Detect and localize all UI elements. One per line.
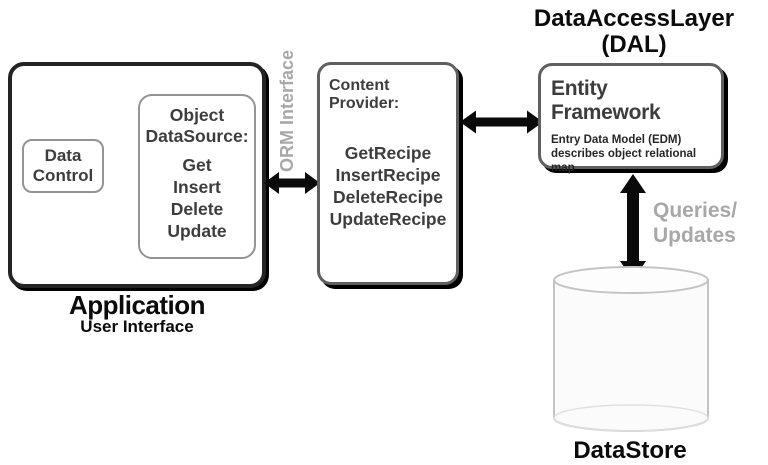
dal-title: DataAccessLayer (DAL) <box>520 6 748 58</box>
dal-title-line1: DataAccessLayer <box>533 5 735 32</box>
method-insert: Insert <box>173 177 221 197</box>
cylinder-top <box>553 266 709 294</box>
application-title: Application <box>68 290 206 320</box>
datastore-cylinder-icon <box>553 266 709 432</box>
ef-description-line1: Entry Data Model (EDM) <box>551 134 682 146</box>
application-contentprovider-arrow-icon <box>264 172 320 194</box>
queries-label-line2: Updates <box>653 224 736 247</box>
data-control-box: Data Control <box>22 139 104 193</box>
object-datasource-methods: Get Insert Delete Update <box>140 154 254 242</box>
method-getrecipe: GetRecipe <box>344 143 432 163</box>
queries-label-line1: Queries/ <box>653 199 738 222</box>
content-provider-methods: GetRecipe InsertRecipe DeleteRecipe Upda… <box>320 142 456 230</box>
content-provider-box: Content Provider: GetRecipe InsertRecipe… <box>317 62 459 285</box>
data-control-label-line1: Data <box>44 146 82 165</box>
double-arrow-shape <box>460 110 543 134</box>
orm-interface-label: ORM Interface <box>277 49 297 172</box>
content-provider-title: Content Provider: <box>329 77 400 112</box>
datastore-label: DataStore <box>573 437 687 464</box>
method-delete: Delete <box>170 199 224 219</box>
object-datasource-heading-line1: Object <box>169 105 225 125</box>
dal-title-line2: (DAL) <box>601 31 667 58</box>
cylinder-bottom-edge <box>553 404 709 432</box>
method-updaterecipe: UpdateRecipe <box>329 209 447 229</box>
queries-updates-label: Queries/ Updates <box>653 198 737 248</box>
method-get: Get <box>182 155 212 175</box>
contentprovider-entityframework-arrow-icon <box>460 110 543 134</box>
application-subtitle: User Interface <box>80 317 194 336</box>
entity-framework-description: Entry Data Model (EDM) describes object … <box>541 125 721 175</box>
method-deleterecipe: DeleteRecipe <box>333 187 443 207</box>
entity-framework-box: Entity Framework Entry Data Model (EDM) … <box>538 63 724 174</box>
data-control-label-line2: Control <box>32 166 94 185</box>
double-arrow-shape <box>620 174 646 280</box>
method-update: Update <box>167 221 227 241</box>
object-datasource-box: Object DataSource: Get Insert Delete Upd… <box>138 94 256 259</box>
ef-description-line2: describes object relational map <box>551 148 697 174</box>
application-box: Data Control Object DataSource: Get Inse… <box>8 62 266 288</box>
double-arrow-shape <box>264 172 320 194</box>
entityframework-datastore-arrow-icon <box>620 174 646 280</box>
entity-framework-title: Entity Framework <box>551 77 661 124</box>
method-insertrecipe: InsertRecipe <box>335 165 441 185</box>
object-datasource-heading-line2: DataSource: <box>145 126 249 146</box>
